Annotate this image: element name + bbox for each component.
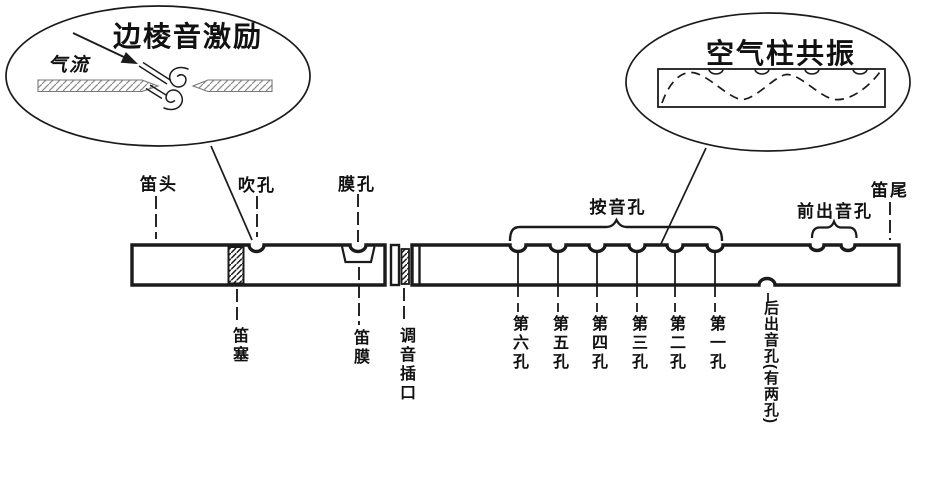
edge-tone-callout-line	[210, 145, 253, 241]
label-finger-holes-group: 按音孔	[589, 198, 647, 217]
label-blow-hole: 吹孔	[238, 176, 276, 195]
label-hole-5: 第五孔	[550, 315, 567, 372]
label-hole-4: 第四孔	[589, 315, 606, 372]
edge-tone-callout-group	[5, 5, 311, 241]
airflow-arrow-head	[120, 52, 138, 64]
upper-vortex	[168, 66, 189, 88]
joint-tenon	[400, 248, 410, 285]
lower-vortex	[163, 89, 184, 111]
airflow-label: 气流	[48, 55, 91, 76]
resonance-title: 空气柱共振	[706, 38, 857, 69]
label-flute-plug: 笛塞	[230, 327, 247, 365]
label-hole-6: 第六孔	[510, 315, 527, 372]
finger-holes-brace	[508, 217, 724, 242]
resonance-tube-rect	[657, 68, 886, 108]
flute-body-group	[130, 243, 901, 287]
standing-wave	[661, 71, 881, 104]
labium-left-bar	[37, 79, 160, 93]
edge-tone-ellipse	[5, 5, 311, 147]
label-front-sound-holes: 前出音孔	[797, 202, 873, 221]
leader-lines-top	[155, 194, 891, 242]
finger-hole-leaders	[517, 253, 716, 312]
flute-main-section	[410, 243, 901, 287]
label-flute-membrane: 笛膜	[351, 329, 368, 367]
airflow-arrow-shaft	[72, 32, 127, 59]
resonance-callout-group	[625, 12, 911, 264]
membrane-seat	[340, 246, 376, 264]
edge-tone-title: 边棱音激励	[113, 21, 264, 52]
flute-head-section	[130, 243, 387, 287]
label-membrane-hole: 膜孔	[338, 175, 376, 194]
label-hole-3: 第三孔	[629, 315, 646, 372]
leader-lines-bottom	[236, 267, 405, 325]
label-flute-tail: 笛尾	[871, 181, 909, 200]
label-rear-sound-holes: 后出音孔(有两孔)	[762, 300, 779, 424]
flute-plug	[227, 246, 245, 285]
label-hole-2: 第二孔	[667, 315, 684, 372]
label-tuning-joint: 调音插口	[397, 327, 414, 403]
labium-right-bar	[191, 79, 273, 93]
resonance-hole-arcs	[708, 68, 868, 75]
label-hole-1: 第一孔	[707, 315, 724, 372]
front-holes-brace	[810, 218, 858, 239]
label-flute-head: 笛头	[140, 175, 178, 194]
joint-collar	[389, 243, 401, 287]
air-jet-lines	[138, 61, 172, 100]
